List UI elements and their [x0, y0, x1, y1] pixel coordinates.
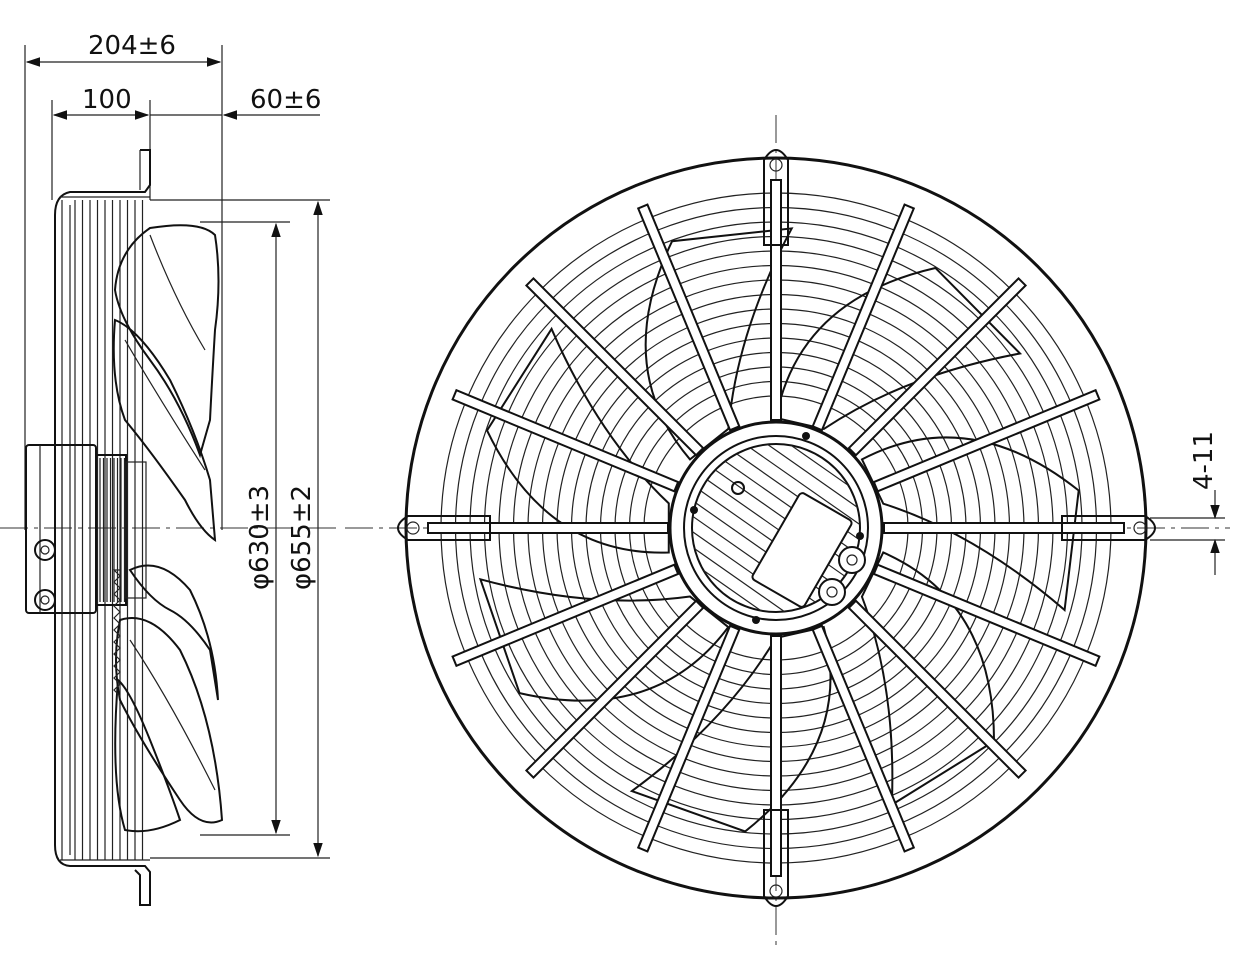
front-offset-label: 60±6	[250, 85, 321, 115]
outer-diameter-label: φ655±2	[287, 485, 317, 590]
guard-rod	[872, 388, 1101, 493]
blade	[774, 266, 1023, 431]
guard-rod	[524, 276, 705, 457]
guard-rod	[636, 624, 741, 853]
dimension-blade-diameter: φ630±3	[200, 221, 290, 836]
side-guard	[54, 149, 151, 906]
guard-depth-label: 100	[82, 85, 132, 115]
side-motor	[25, 444, 147, 614]
motor-fin-line	[692, 444, 860, 568]
guard-rod	[451, 388, 680, 493]
mount-brackets	[397, 149, 1156, 907]
dimension-front-offset: 60±6	[150, 85, 321, 120]
side-view: 204±6 100 60±6 φ630±3 φ655±2	[0, 31, 340, 906]
guard-rod	[872, 563, 1101, 668]
blade	[644, 227, 794, 461]
front-view: 4-11	[345, 115, 1230, 950]
guard-rod	[636, 203, 741, 432]
guard-rods	[427, 179, 1125, 877]
dimension-mount-holes: 4-11	[1150, 431, 1225, 575]
motor-fin-line	[692, 508, 849, 612]
guard-rod	[770, 179, 782, 421]
dimension-guard-depth: 100	[51, 85, 151, 200]
motor-fin-line	[703, 444, 860, 548]
guard-rod	[451, 563, 680, 668]
hub	[668, 420, 884, 636]
dimension-overall-depth: 204±6	[24, 31, 223, 530]
blade-diameter-label: φ630±3	[245, 485, 275, 590]
guard-rod	[770, 635, 782, 877]
blade-serration	[112, 569, 121, 697]
motor-fin-line	[692, 477, 860, 612]
guard-rod	[811, 624, 916, 853]
guard-rod	[883, 522, 1125, 534]
guard-rod	[847, 276, 1028, 457]
guard-rod	[524, 599, 705, 780]
side-blades	[112, 224, 224, 833]
guard-rod	[847, 599, 1028, 780]
motor-fin-line	[692, 498, 856, 612]
blade	[629, 625, 832, 833]
motor-fin-line	[692, 488, 860, 612]
guard-rod	[811, 203, 916, 432]
overall-depth-label: 204±6	[88, 31, 176, 61]
mount-holes-label: 4-11	[1189, 431, 1219, 490]
guard-rod	[427, 522, 669, 534]
dimension-outer-diameter: φ655±2	[150, 199, 330, 859]
motor-fin-line	[696, 444, 860, 558]
